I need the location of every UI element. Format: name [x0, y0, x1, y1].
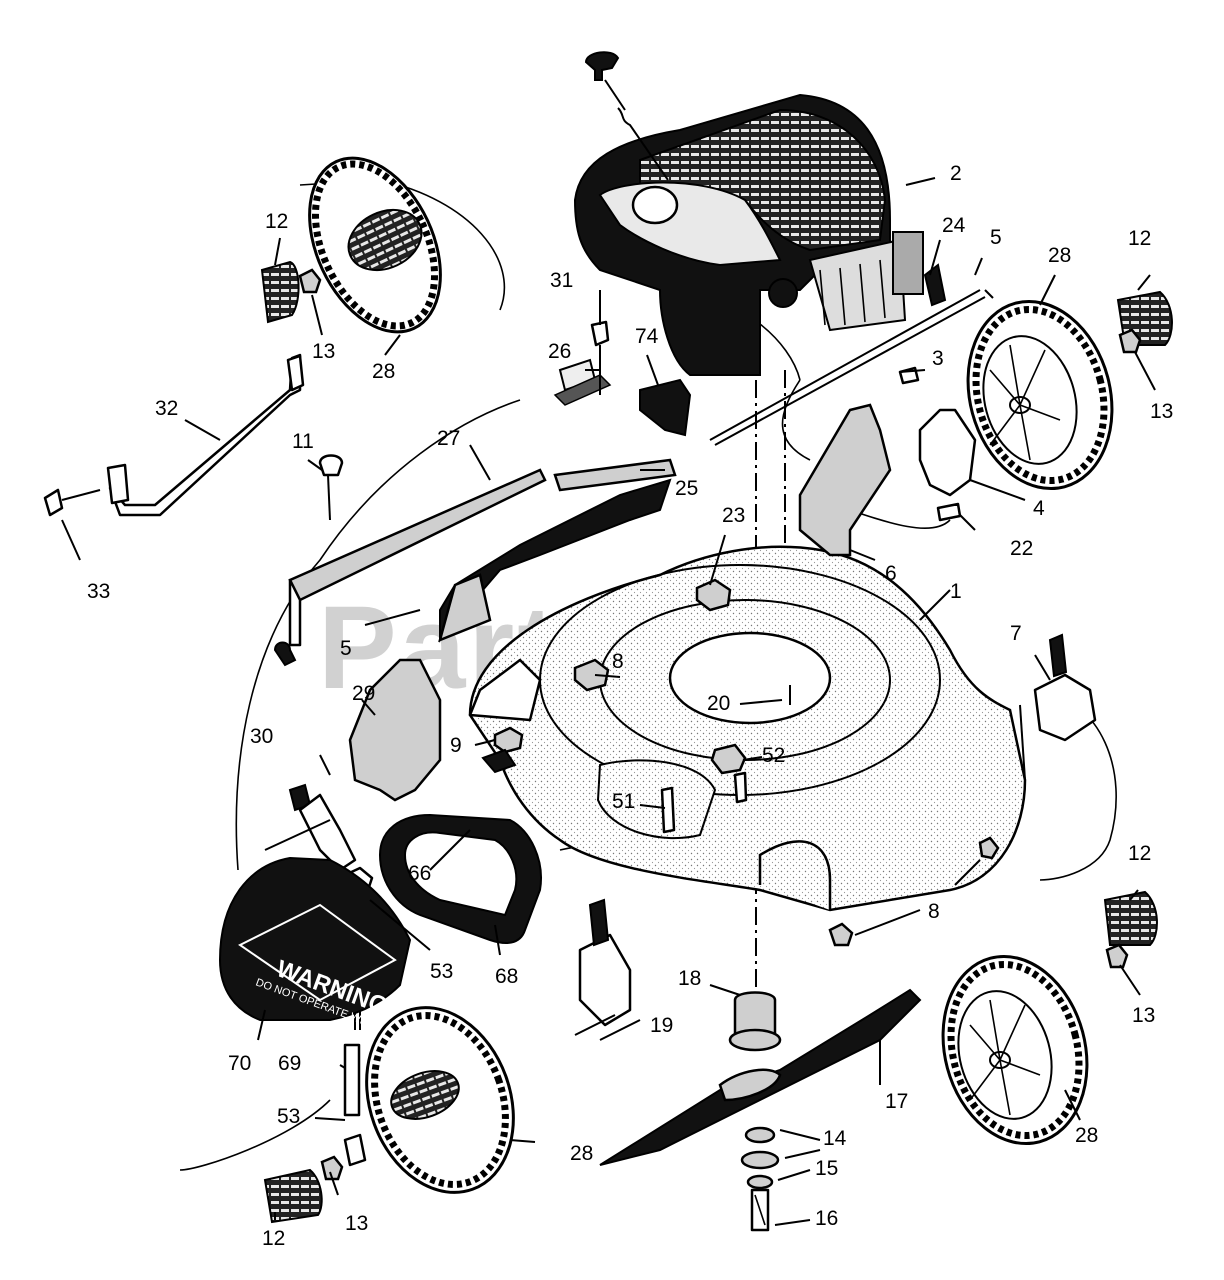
callout-12-rear-right: 12 — [1128, 227, 1151, 250]
callout-28-rear-right: 28 — [1048, 244, 1071, 267]
callout-52: 52 — [762, 744, 785, 767]
callout-27: 27 — [437, 427, 460, 450]
callout-14: 14 — [823, 1127, 847, 1150]
grass-deflector — [378, 813, 542, 944]
wheel-rear-right — [966, 299, 1114, 491]
callout-5-left: 5 — [340, 637, 352, 660]
callout-53-top: 53 — [430, 960, 453, 983]
callout-7: 7 — [1010, 622, 1022, 645]
handle-bar — [43, 353, 305, 517]
throttle-cable — [709, 289, 994, 446]
callout-26: 26 — [548, 340, 571, 363]
callout-22: 22 — [1010, 537, 1033, 560]
callout-12-front-left: 12 — [262, 1227, 285, 1250]
callout-12-front-right: 12 — [1128, 842, 1151, 865]
callout-33: 33 — [87, 580, 110, 603]
callout-25: 25 — [675, 477, 698, 500]
callout-51: 51 — [612, 790, 635, 813]
callout-69: 69 — [278, 1052, 301, 1075]
callout-23: 23 — [722, 504, 745, 527]
callout-24: 24 — [942, 214, 966, 237]
callout-1: 1 — [950, 580, 962, 603]
callout-13-rear-left: 13 — [312, 340, 335, 363]
callout-labels: 2 24 5 28 12 13 3 4 22 6 1 7 23 25 26 31… — [87, 162, 1173, 1250]
callout-28-front-right: 28 — [1075, 1124, 1098, 1147]
callout-68: 68 — [495, 965, 518, 988]
callout-53-bottom: 53 — [277, 1105, 300, 1128]
callout-32: 32 — [155, 397, 178, 420]
callout-28-front-left: 28 — [570, 1142, 593, 1165]
callout-74: 74 — [635, 325, 659, 348]
callout-2: 2 — [950, 162, 962, 185]
callout-13-front-right: 13 — [1132, 1004, 1155, 1027]
rear-frame — [273, 358, 677, 667]
callout-5-right: 5 — [990, 226, 1002, 249]
mower-deck — [468, 545, 1027, 912]
callout-8-bottom: 8 — [928, 900, 940, 923]
callout-31: 31 — [550, 269, 573, 292]
callout-70: 70 — [228, 1052, 251, 1075]
mulch-plug — [639, 378, 692, 437]
wheel-front-left — [365, 1006, 515, 1194]
callout-11: 11 — [292, 430, 314, 453]
callout-9: 9 — [450, 734, 462, 757]
blade-assembly — [599, 988, 922, 1232]
engine — [573, 51, 924, 376]
wheel-front-right — [941, 954, 1089, 1146]
callout-4: 4 — [1033, 497, 1045, 520]
callout-16: 16 — [815, 1207, 838, 1230]
callout-30: 30 — [250, 725, 273, 748]
callout-13-front-left: 13 — [345, 1212, 368, 1235]
callout-6: 6 — [885, 562, 897, 585]
callout-12-rear-left: 12 — [265, 210, 288, 233]
callout-3: 3 — [932, 347, 944, 370]
callout-15: 15 — [815, 1157, 838, 1180]
callout-19: 19 — [650, 1014, 673, 1037]
callout-8-top: 8 — [612, 650, 624, 673]
wheel-rear-left — [308, 156, 442, 334]
hubcaps — [260, 260, 1173, 1224]
callout-29: 29 — [352, 682, 375, 705]
callout-28-rear-left: 28 — [372, 360, 395, 383]
hardware — [318, 320, 1000, 1167]
callout-17: 17 — [885, 1090, 908, 1113]
callout-18: 18 — [678, 967, 701, 990]
leader-lines — [61, 177, 1156, 1226]
callout-20: 20 — [707, 692, 730, 715]
callout-13-rear-right: 13 — [1150, 400, 1173, 423]
callout-66: 66 — [408, 862, 431, 885]
